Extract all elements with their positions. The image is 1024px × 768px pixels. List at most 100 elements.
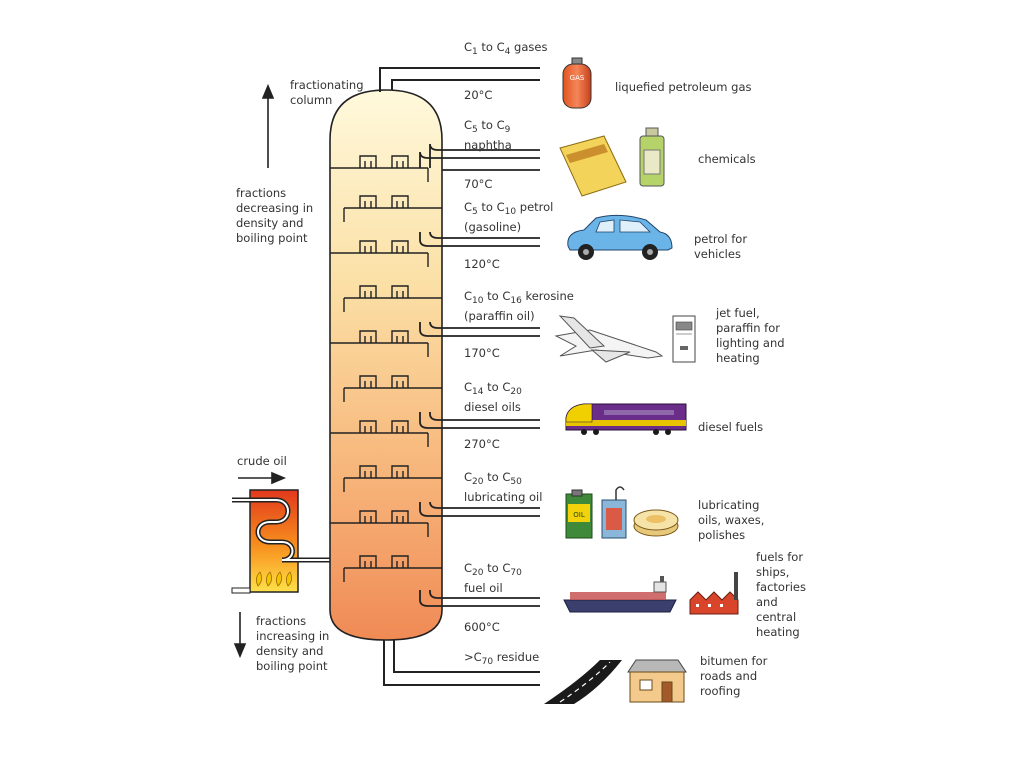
fraction-text: residue [493,650,540,664]
side-label-line: boiling point [256,659,328,673]
use-label-line: liquefied petroleum gas [615,80,752,94]
fraction-label-petrol: C5 to C10 petrol (gasoline) [464,200,553,235]
arrow-up-icon [261,83,275,168]
use-label-line: paraffin for [716,321,780,335]
use-label-line: jet fuel, [716,306,760,320]
road-icon [544,660,622,704]
use-label-diesel: diesel fuels [698,420,763,435]
fractionating-column [329,89,443,641]
fraction-text: petrol [516,200,554,214]
factory-icon [689,572,739,615]
jet-plane-icon [554,315,664,363]
use-label-line: roofing [700,684,741,698]
outlet-pipe [419,501,540,517]
use-label-line: roads and [700,669,758,683]
fraction-text: C [464,200,473,214]
side-label-line: decreasing in [236,201,314,215]
use-label-fuels: fuels for ships, factories and central h… [756,550,806,640]
use-label-bitumen: bitumen for roads and roofing [700,654,767,699]
tray [343,465,442,492]
fraction-sub: 5 [472,125,478,135]
fraction-text: C [464,289,473,303]
use-label-line: heating [756,625,800,639]
temperature-label: 600°C [464,620,500,634]
chemical-bag-icon [559,135,627,197]
side-label-line: density and [256,644,324,658]
side-label-line: boiling point [236,231,308,245]
fraction-name: (gasoline) [464,220,522,234]
chemical-bottle-icon [639,127,665,187]
fraction-sub: 10 [472,296,484,306]
column-label: fractionating column [290,78,364,108]
side-label-increasing: fractions increasing in density and boil… [256,614,329,674]
fraction-sub: 70 [481,657,494,667]
fraction-text: to C [483,470,511,484]
use-label-jet: jet fuel, paraffin for lighting and heat… [716,306,785,366]
fraction-name: lubricating oil [464,490,543,504]
column-trays [330,155,442,582]
use-label-line: petrol for [694,232,748,246]
use-label-line: fuels for [756,550,804,564]
fraction-name: (paraffin oil) [464,309,535,323]
column-label-line: column [290,93,333,107]
gas-can-text: GAS [570,74,585,82]
fraction-sub: 20 [510,387,522,397]
use-label-line: ships, [756,565,790,579]
side-label-line: density and [236,216,304,230]
fraction-name: diesel oils [464,400,521,414]
temperature-label: 120°C [464,257,500,271]
tray [343,195,442,222]
paraffin-heater-icon [672,315,696,363]
fraction-text: >C [464,650,482,664]
train-icon [565,403,687,435]
fraction-sub: 4 [504,47,511,57]
fraction-text: to C [483,561,511,575]
fraction-label-naphtha: C5 to C9 naphtha [464,118,512,153]
oil-can-icon: OIL [565,489,593,539]
side-label-decreasing: fractions decreasing in density and boil… [236,186,313,246]
use-label-petrol: petrol for vehicles [694,232,747,262]
column-label-line: fractionating [290,78,364,92]
fraction-text: C [464,380,473,394]
fraction-text: gases [510,40,548,54]
fraction-sub: 70 [510,568,522,578]
fraction-text: to C [483,380,511,394]
fraction-text: C [464,470,473,484]
fraction-text: to C [477,118,505,132]
fraction-label-gases: C1 to C4 gases [464,40,547,60]
use-label-line: and [756,595,778,609]
fraction-sub: 16 [510,296,522,306]
ship-icon [563,576,677,613]
use-label-line: chemicals [698,152,756,166]
use-label-line: central [756,610,797,624]
fraction-label-kerosine: C10 to C16 kerosine (paraffin oil) [464,289,574,324]
fraction-text: C [464,40,473,54]
tray [330,420,429,447]
car-icon [567,214,673,260]
flame-icon [256,571,292,587]
fraction-sub: 20 [472,568,484,578]
fraction-label-residue: >C70 residue [464,650,539,670]
lubricant-container-icon [601,486,627,539]
tray [343,285,442,312]
tray [343,555,442,582]
fraction-label-diesel: C14 to C20 diesel oils [464,380,522,415]
use-label-lubricating: lubricating oils, waxes, polishes [698,498,764,543]
fraction-name: naphtha [464,138,512,152]
side-label-line: fractions [256,614,307,628]
fraction-text: C [464,561,473,575]
fraction-sub: 10 [504,207,517,217]
fraction-sub: 20 [472,477,484,487]
temperature-label: 20°C [464,88,493,102]
house-icon [627,659,687,703]
use-label-line: polishes [698,528,746,542]
use-label-line: bitumen for [700,654,768,668]
tray [330,240,429,267]
fraction-text: to C [483,289,511,303]
temperature-label: 70°C [464,177,493,191]
fraction-label-lubricating: C20 to C50 lubricating oil [464,470,542,505]
fraction-text: kerosine [521,289,574,303]
use-label-line: factories [756,580,806,594]
tray [330,330,429,357]
